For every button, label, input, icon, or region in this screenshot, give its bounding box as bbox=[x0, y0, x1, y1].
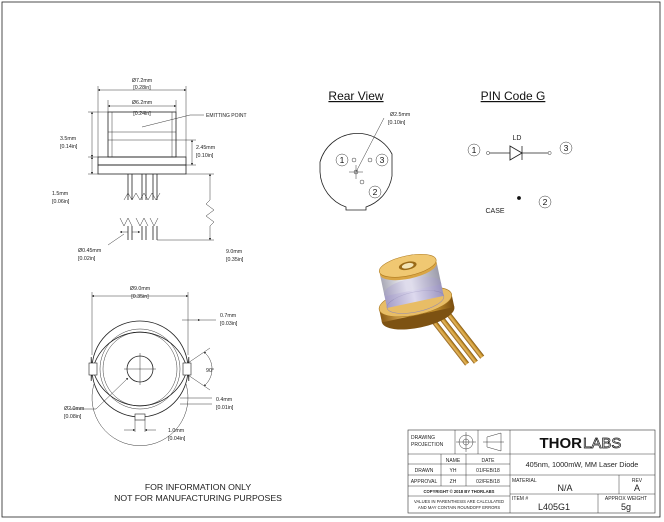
weight-value: 5g bbox=[621, 502, 631, 512]
drawn-name: YH bbox=[450, 468, 457, 474]
rear-view: Rear View 1 3 2 Ø2.5mm [0.10in] bbox=[319, 89, 411, 211]
ld-label: LD bbox=[513, 135, 522, 142]
emitting-point-label: EMITTING POINT bbox=[206, 113, 247, 119]
dia-7-2-inch-label: [0.28in] bbox=[133, 85, 151, 91]
rev-label: REV bbox=[632, 478, 643, 484]
pin-code-title: PIN Code G bbox=[481, 89, 546, 103]
dim-0-7-label: 0.7mm bbox=[220, 313, 237, 319]
dia-9-0-inch-label: [0.35in] bbox=[131, 294, 149, 300]
dia-0-45-label: Ø0.45mm bbox=[78, 248, 102, 254]
dim-0-7-inch-label: [0.03in] bbox=[220, 321, 238, 327]
dia-6-2-inch-label: [0.24in] bbox=[133, 111, 151, 117]
dia-6-2-label: Ø6.2mm bbox=[132, 100, 153, 106]
part-description: 405nm, 1000mW, MM Laser Diode bbox=[526, 460, 639, 469]
material-value: N/A bbox=[557, 483, 572, 493]
col-date-header: DATE bbox=[482, 458, 496, 464]
drawn-date: 01/FEB/18 bbox=[476, 468, 500, 474]
weight-label: APPROX WEIGHT bbox=[605, 496, 647, 502]
dia-0-45-inch-label: [0.02in] bbox=[78, 256, 96, 262]
dim-0-4-inch-label: [0.01in] bbox=[216, 405, 234, 411]
row-approval-label: APPROVAL bbox=[411, 479, 438, 485]
rear-pin-3-label: 3 bbox=[380, 155, 385, 165]
rev-value: A bbox=[634, 483, 640, 493]
laser-diode-symbol bbox=[509, 145, 523, 161]
laser-diode-render bbox=[378, 253, 485, 366]
pin-code-pin-2: 2 bbox=[543, 197, 548, 207]
roundoff-note-2: AND MAY CONTAIN ROUNDOFF ERRORS bbox=[418, 505, 501, 510]
dim-3-5-label: 3.5mm bbox=[60, 136, 77, 142]
dim-9-0-inch-label: [0.35in] bbox=[226, 257, 244, 263]
projection-cone-icon bbox=[486, 432, 502, 452]
rear-pin-3-circle bbox=[375, 153, 389, 167]
row-drawn-label: DRAWN bbox=[415, 468, 434, 474]
dim-1-5-label: 1.5mm bbox=[52, 191, 69, 197]
rear-pin-1-circle bbox=[335, 153, 349, 167]
dia-2-5-label: Ø2.5mm bbox=[390, 112, 411, 118]
pin-code-pin-1: 1 bbox=[472, 145, 477, 155]
rear-view-title: Rear View bbox=[328, 89, 383, 103]
drawing-projection-label-1: DRAWING bbox=[411, 435, 435, 441]
title-block: DRAWING PROJECTION THOR LABS NAME DATE D… bbox=[407, 429, 656, 514]
dia-9-0-label: Ø9.0mm bbox=[130, 286, 151, 292]
dim-1-5-inch-label: [0.06in] bbox=[52, 199, 70, 205]
brand-logo-light: LABS bbox=[583, 435, 621, 452]
dia-7-2-label: Ø7.2mm bbox=[132, 78, 153, 84]
dim-1-0-inch-label: [0.04in] bbox=[168, 436, 186, 442]
angle-90-label: 90° bbox=[206, 368, 214, 374]
col-name-header: NAME bbox=[446, 458, 461, 464]
material-label: MATERIAL bbox=[512, 478, 537, 484]
dia-2-5-inch-label: [0.10in] bbox=[388, 120, 406, 126]
dim-1-0-label: 1.0mm bbox=[168, 428, 185, 434]
dim-3-5-inch-label: [0.14in] bbox=[60, 144, 78, 150]
pin-code-pin-3: 3 bbox=[564, 143, 569, 153]
disclaimer-line-1: FOR INFORMATION ONLY bbox=[145, 482, 252, 492]
approval-name: ZH bbox=[450, 479, 457, 485]
rear-pin-2-label: 2 bbox=[373, 187, 378, 197]
side-view: Ø7.2mm [0.28in] Ø6.2mm [0.24in] EMITTING… bbox=[52, 78, 247, 263]
item-number-label: ITEM # bbox=[512, 496, 528, 502]
brand-logo-bold: THOR bbox=[540, 435, 583, 452]
dia-2-0-label: Ø2.0mm bbox=[64, 406, 85, 412]
rear-pin-1-label: 1 bbox=[340, 155, 345, 165]
dim-9-0-label: 9.0mm bbox=[226, 249, 243, 255]
front-view: Ø9.0mm [0.35in] 0.7mm [0.03in] 90° 0.4mm… bbox=[64, 286, 238, 446]
copyright-text: COPYRIGHT © 2018 BY THORLABS bbox=[424, 489, 495, 494]
dia-2-0-inch-label: [0.08in] bbox=[64, 414, 82, 420]
case-label: CASE bbox=[485, 208, 504, 215]
roundoff-note-1: VALUES IN PARENTHESIS ARE CALCULATED bbox=[414, 499, 504, 504]
dim-2-45-label: 2.45mm bbox=[196, 145, 216, 151]
approval-date: 02/FEB/18 bbox=[476, 479, 500, 485]
dim-0-4-label: 0.4mm bbox=[216, 397, 233, 403]
disclaimer-line-2: NOT FOR MANUFACTURING PURPOSES bbox=[114, 493, 282, 503]
rear-pin-2-circle bbox=[368, 185, 382, 199]
pin-code-diagram: PIN Code G 1 3 2 LD CASE bbox=[467, 89, 573, 215]
dim-2-45-inch-label: [0.10in] bbox=[196, 153, 214, 159]
item-number-value: L405G1 bbox=[538, 502, 570, 512]
case-dot bbox=[517, 196, 521, 200]
drawing-projection-label-2: PROJECTION bbox=[411, 442, 444, 448]
